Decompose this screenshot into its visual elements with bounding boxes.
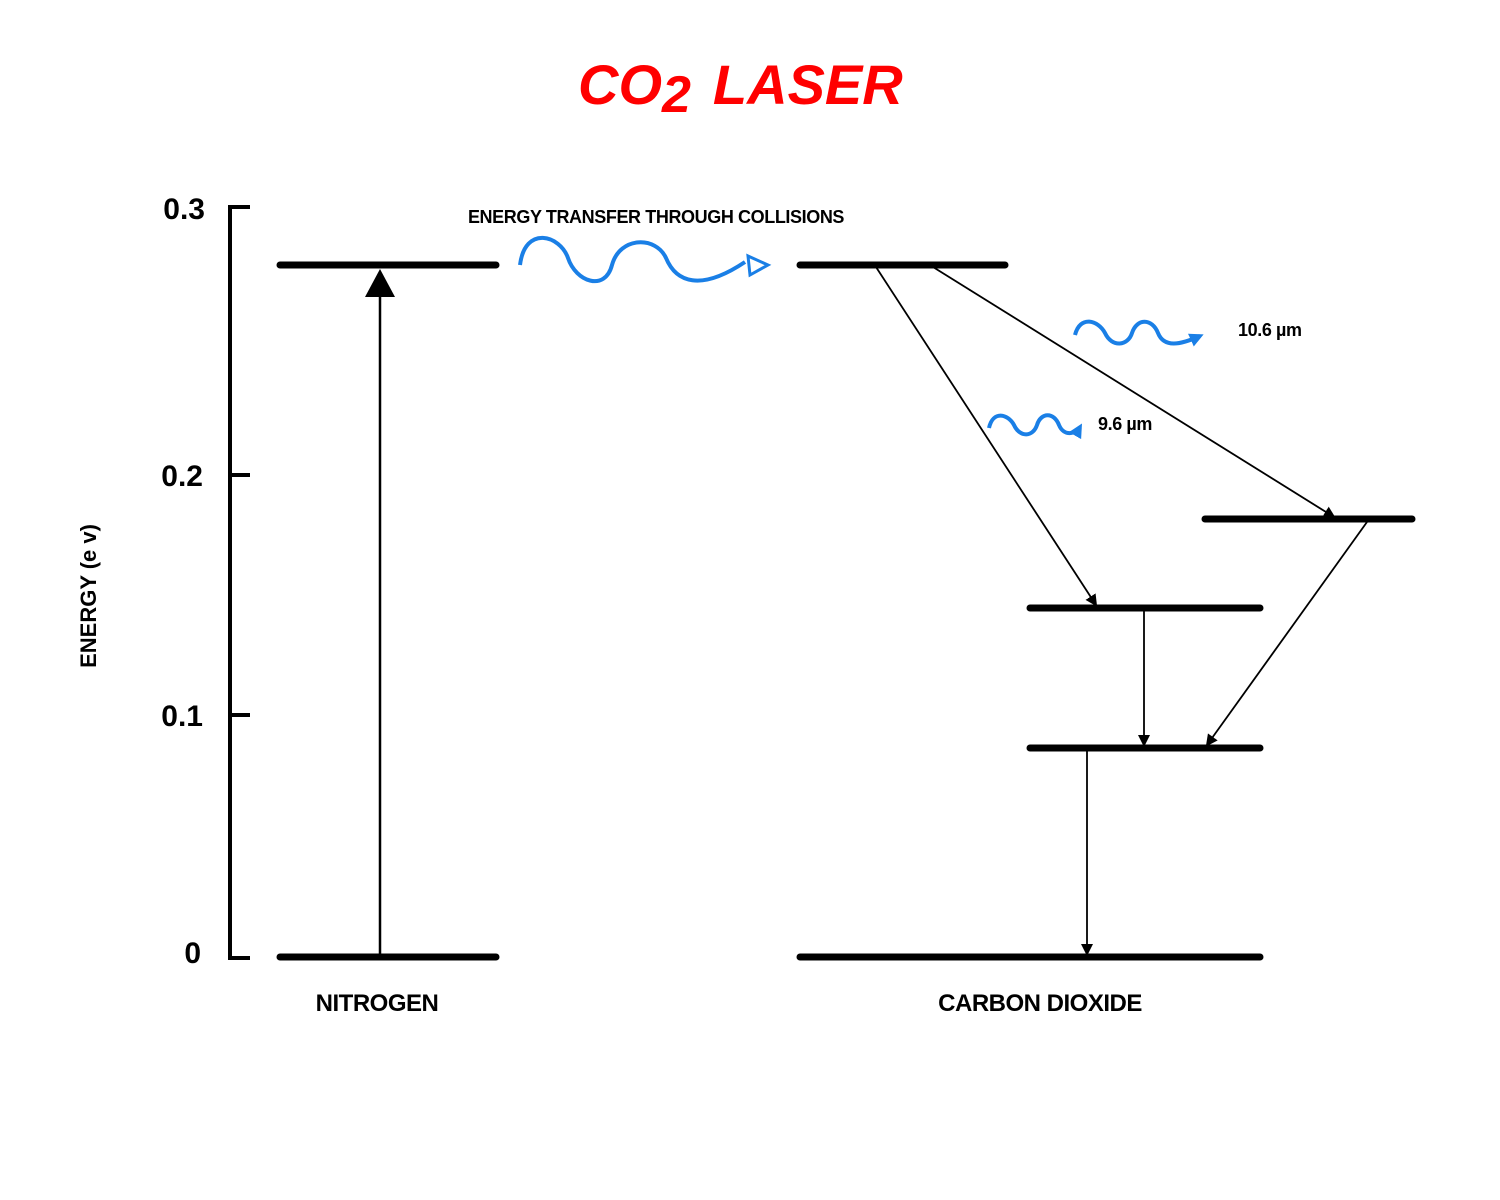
title-main: CO bbox=[578, 53, 662, 116]
emission-9-6-label: 9.6 µm bbox=[1098, 414, 1152, 434]
transfer-arrowhead-icon bbox=[746, 253, 772, 278]
nitrogen-label: NITROGEN bbox=[316, 990, 439, 1017]
energy-axis: 0.3 0.2 0.1 0 ENERGY (e v) bbox=[76, 193, 250, 970]
transition-10-6 bbox=[932, 266, 1336, 519]
emission-10-6-label: 10.6 µm bbox=[1238, 320, 1302, 340]
carbon-dioxide-label: CARBON DIOXIDE bbox=[938, 990, 1142, 1017]
tick-label-0-2: 0.2 bbox=[161, 460, 203, 493]
excitation-arrowhead-icon bbox=[365, 269, 395, 297]
carbon-dioxide-levels: CARBON DIOXIDE bbox=[796, 261, 1416, 1017]
transfer-label: ENERGY TRANSFER THROUGH COLLISIONS bbox=[468, 207, 844, 227]
title-rest: LASER bbox=[713, 53, 903, 116]
diagram-title: CO2 LASER bbox=[578, 53, 903, 124]
nitrogen-levels: NITROGEN bbox=[276, 261, 500, 1017]
axis-title: ENERGY (e v) bbox=[76, 524, 101, 668]
photon-9-6-icon bbox=[987, 413, 1082, 440]
tick-label-0: 0 bbox=[184, 937, 201, 970]
photon-10-6-icon bbox=[1073, 319, 1204, 347]
tick-label-0-3: 0.3 bbox=[163, 193, 205, 226]
transition-9-6 bbox=[875, 266, 1098, 607]
transition-right-to-lower bbox=[1205, 521, 1368, 747]
title-subscript: 2 bbox=[661, 66, 691, 124]
tick-label-0-1: 0.1 bbox=[161, 700, 203, 733]
wavy-arrow-icon bbox=[518, 235, 747, 284]
